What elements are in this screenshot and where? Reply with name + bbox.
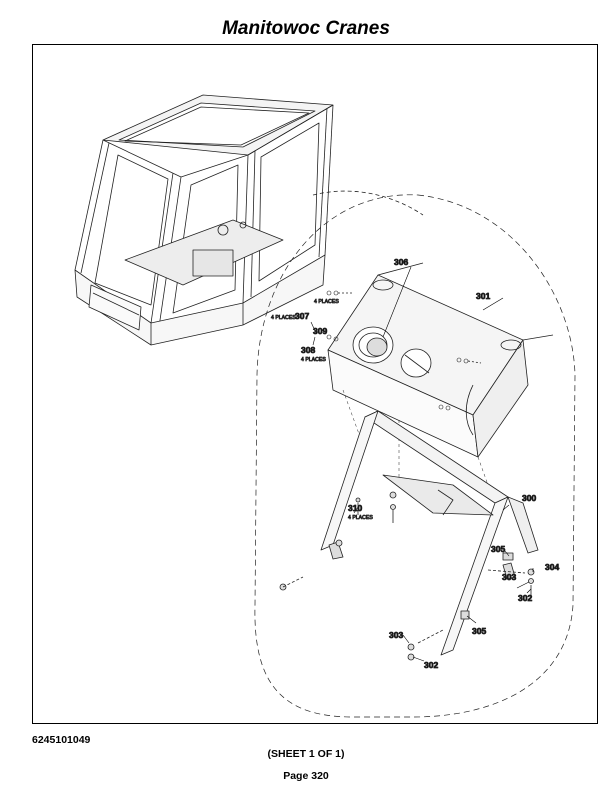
page-number: Page 320: [283, 770, 329, 782]
callout-300: 300: [522, 493, 536, 503]
sheet-label: (SHEET 1 OF 1): [267, 748, 345, 760]
callout-304: 304: [545, 562, 559, 572]
callout-303-lower: 303: [389, 630, 403, 640]
callout-302-lower: 302: [424, 660, 438, 670]
callout-305-upper: 305: [491, 544, 505, 554]
callouts: 306 301 4 PLACES 4 PLACES 307 309 308 4 …: [271, 257, 560, 671]
callout-308: 308: [301, 345, 315, 355]
cab-frame: [74, 94, 424, 346]
document-title: Manitowoc Cranes: [222, 18, 390, 39]
note-4-places-top: 4 PLACES: [314, 299, 339, 305]
note-4-places-307: 4 PLACES: [271, 315, 296, 321]
support-frame: [279, 410, 539, 661]
note-4-places-308: 4 PLACES: [301, 357, 326, 363]
callout-301: 301: [476, 291, 490, 301]
drawing-frame: 306 301 4 PLACES 4 PLACES 307 309 308 4 …: [32, 44, 598, 724]
detail-boundary: [254, 194, 576, 718]
exploded-parts-diagram: 306 301 4 PLACES 4 PLACES 307 309 308 4 …: [74, 94, 576, 718]
callout-306: 306: [394, 257, 408, 267]
callout-310: 310: [348, 503, 362, 513]
console-housing: [326, 262, 554, 458]
callout-307: 307: [295, 311, 309, 321]
drawing-number: 6245101049: [32, 734, 91, 746]
callout-305-lower: 305: [472, 626, 486, 636]
callout-309: 309: [313, 326, 327, 336]
callout-302-right: 302: [518, 593, 532, 603]
note-4-places-310: 4 PLACES: [348, 515, 373, 521]
leader-lines: [310, 266, 534, 662]
callout-303-right: 303: [502, 572, 516, 582]
